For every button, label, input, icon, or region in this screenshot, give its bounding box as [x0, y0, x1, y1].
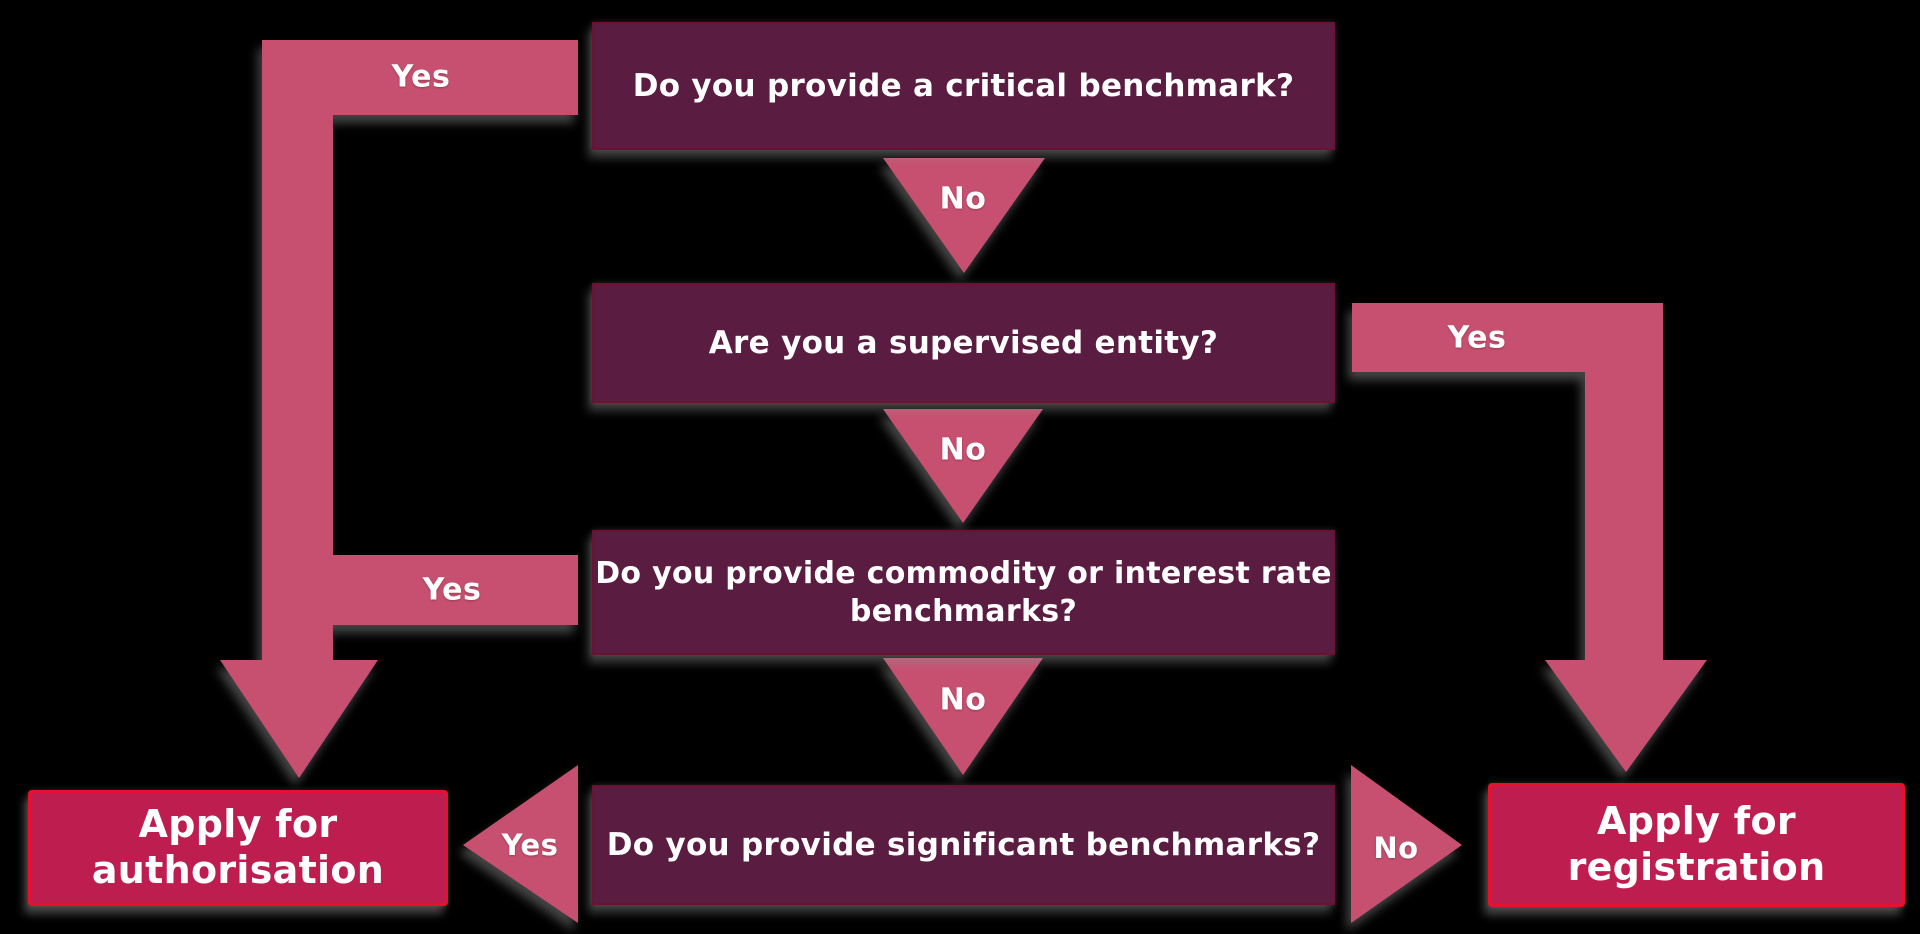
- edge-label-q2-no: No: [939, 432, 987, 468]
- question-significant-benchmarks: Do you provide significant benchmarks?: [592, 785, 1335, 905]
- edge-label-q2-yes: Yes: [1447, 320, 1507, 356]
- edge-label-q1-yes: Yes: [391, 59, 451, 95]
- no-triangle-q2-icon: [883, 409, 1043, 523]
- edge-label-q3-yes: Yes: [422, 572, 482, 608]
- no-triangle-q1-icon: [883, 158, 1045, 273]
- question-supervised-entity: Are you a supervised entity?: [592, 283, 1335, 403]
- edge-label-q3-no: No: [939, 682, 987, 718]
- no-triangle-q4-icon: [1351, 765, 1462, 923]
- outcome-apply-for-authorisation: Apply for authorisation: [28, 790, 448, 906]
- no-triangle-q3-icon: [883, 658, 1043, 775]
- yes-path-right-arrow: [1352, 303, 1707, 772]
- edge-label-q4-no: No: [1373, 831, 1419, 865]
- yes-triangle-q4-icon: [463, 765, 578, 923]
- edge-label-q1-no: No: [939, 181, 987, 217]
- question-commodity-interest-rate: Do you provide commodity or interest rat…: [592, 530, 1335, 655]
- yes-path-left-arrow: [220, 40, 578, 778]
- edge-label-q4-yes: Yes: [501, 828, 559, 862]
- question-critical-benchmark: Do you provide a critical benchmark?: [592, 22, 1335, 150]
- outcome-apply-for-registration: Apply for registration: [1488, 783, 1905, 907]
